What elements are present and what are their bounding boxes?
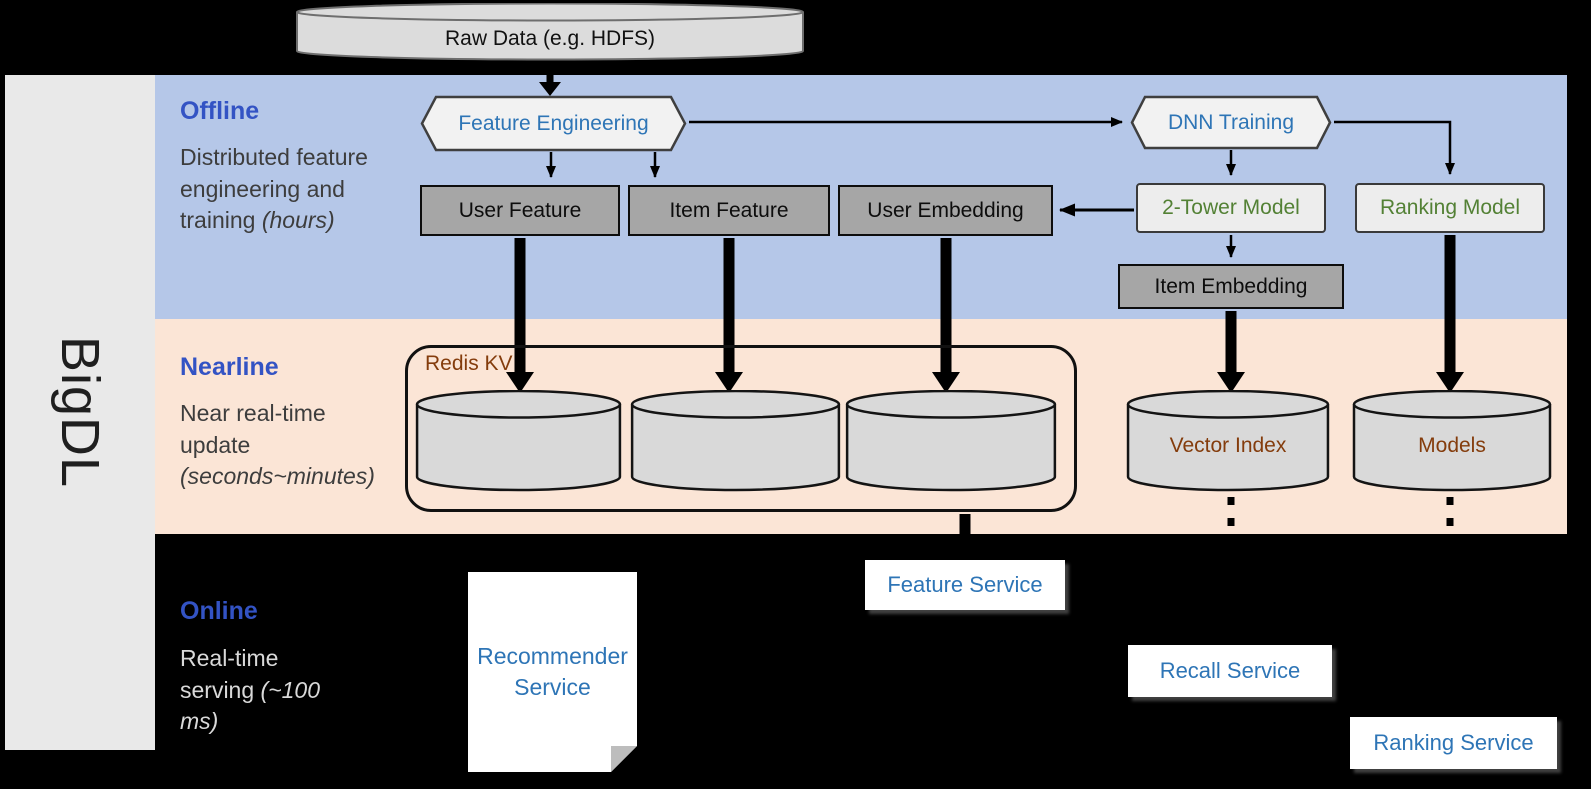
- kv-store-cylinder-3: [845, 390, 1057, 492]
- models-cylinder: Models: [1352, 390, 1552, 492]
- vector-index-cylinder: Vector Index: [1126, 390, 1330, 492]
- item-feature-box: Item Feature: [628, 185, 830, 236]
- offline-desc-italic: (hours): [261, 207, 335, 234]
- ranking-service-box: Ranking Service: [1350, 717, 1557, 769]
- feature-engineering-box: Feature Engineering: [420, 95, 687, 152]
- redis-kv-container: [405, 345, 1077, 512]
- recommender-service-label: Recommender Service: [477, 642, 628, 700]
- vector-index-label: Vector Index: [1169, 434, 1287, 457]
- user-feature-box: User Feature: [420, 185, 620, 236]
- ranking-model-box: Ranking Model: [1355, 183, 1545, 233]
- item-embedding-box: Item Embedding: [1118, 264, 1344, 309]
- user-embedding-box: User Embedding: [838, 185, 1053, 236]
- online-desc-text: Real-time serving: [180, 645, 279, 703]
- raw-data-label: Raw Data (e.g. HDFS): [444, 27, 656, 50]
- bigdl-logo-text: BigDL: [50, 336, 110, 489]
- raw-data-store: Raw Data (e.g. HDFS): [295, 3, 805, 62]
- online-section-title: Online: [180, 597, 258, 625]
- two-tower-model-box: 2-Tower Model: [1136, 183, 1326, 233]
- offline-section-title: Offline: [180, 97, 260, 125]
- offline-desc-text: Distributed feature engineering and trai…: [180, 144, 368, 234]
- nearline-section-desc: Near real-time update (seconds~minutes): [180, 398, 375, 493]
- models-label: Models: [1418, 434, 1486, 457]
- nearline-desc-text: Near real-time update: [180, 400, 326, 458]
- online-section-desc: Real-time serving (~100 ms): [180, 643, 330, 738]
- redis-kv-label: Redis KV: [425, 352, 513, 375]
- dnn-training-box: DNN Training: [1130, 95, 1332, 150]
- feature-engineering-label: Feature Engineering: [458, 111, 649, 135]
- doc-folded-corner: [611, 746, 637, 772]
- recall-service-box: Recall Service: [1128, 645, 1332, 697]
- recommender-service-doc: Recommender Service: [468, 572, 637, 772]
- kv-store-cylinder-1: [415, 390, 622, 492]
- feature-service-box: Feature Service: [865, 560, 1065, 610]
- offline-section-desc: Distributed feature engineering and trai…: [180, 142, 370, 237]
- kv-store-cylinder-2: [630, 390, 841, 492]
- bigdl-sidebar: BigDL: [5, 75, 155, 750]
- nearline-desc-italic: (seconds~minutes): [180, 463, 375, 490]
- nearline-section-title: Nearline: [180, 353, 279, 381]
- online-desc-italic: (~100 ms): [180, 676, 321, 735]
- dnn-training-label: DNN Training: [1167, 110, 1295, 134]
